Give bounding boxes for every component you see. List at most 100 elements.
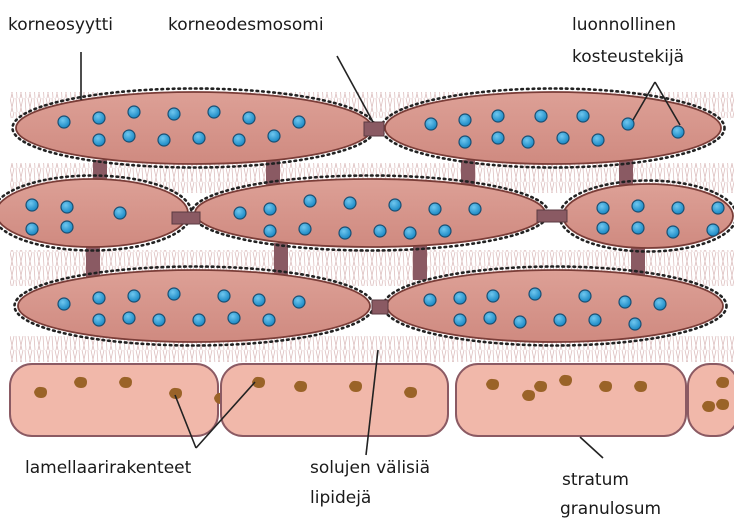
moisture-factor-granule — [153, 314, 165, 326]
moisture-factor-granule — [454, 314, 466, 326]
moisture-factor-granule — [193, 132, 205, 144]
moisture-factor-granule — [26, 223, 38, 235]
moisture-factor-granule — [243, 112, 255, 124]
corneocyte — [15, 267, 374, 346]
moisture-factor-granule — [228, 312, 240, 324]
moisture-factor-granule — [253, 294, 265, 306]
moisture-factor-granule — [389, 199, 401, 211]
moisture-factor-granule — [424, 294, 436, 306]
moisture-factor-granule — [622, 118, 634, 130]
moisture-factor-granule — [218, 290, 230, 302]
moisture-factor-granule — [522, 136, 534, 148]
label-corneodesmosome: korneodesmosomi — [168, 12, 324, 38]
moisture-factor-granule — [58, 298, 70, 310]
moisture-factor-granule — [58, 116, 70, 128]
moisture-factor-granule — [93, 292, 105, 304]
label-moisture-factor-line1: luonnollinen — [572, 12, 676, 38]
moisture-factor-granule — [193, 314, 205, 326]
moisture-factor-granule — [492, 110, 504, 122]
moisture-factor-granule — [672, 126, 684, 138]
pointer-stratum-granulosum — [580, 437, 603, 458]
moisture-factor-granule — [632, 222, 644, 234]
label-intercellular-lipids-line1: solujen välisiä — [310, 455, 430, 481]
moisture-factor-granule — [61, 201, 73, 213]
corneocyte — [384, 267, 727, 346]
moisture-factor-granule — [459, 136, 471, 148]
moisture-factor-granule — [61, 221, 73, 233]
moisture-factor-granule — [487, 290, 499, 302]
granulosum-cell-body — [456, 364, 686, 436]
moisture-factor-granule — [597, 222, 609, 234]
moisture-factor-granule — [492, 132, 504, 144]
label-stratum-granulosum-line2: granulosum — [560, 496, 661, 522]
moisture-factor-granule — [469, 203, 481, 215]
moisture-factor-granule — [344, 197, 356, 209]
moisture-factor-granule — [168, 108, 180, 120]
moisture-factor-granule — [93, 134, 105, 146]
moisture-factor-granule — [374, 225, 386, 237]
corneocyte — [192, 176, 549, 251]
moisture-factor-granule — [114, 207, 126, 219]
moisture-factor-granule — [404, 227, 416, 239]
granulosum-cell — [10, 364, 227, 436]
granulosum-cell — [456, 364, 686, 436]
lipid-band-lower — [10, 336, 734, 362]
moisture-factor-granule — [264, 225, 276, 237]
label-stratum-granulosum-line1: stratum — [562, 467, 629, 493]
moisture-factor-granule — [535, 110, 547, 122]
moisture-factor-granule — [629, 318, 641, 330]
corneocyte-body — [387, 270, 723, 342]
corneocyte — [0, 176, 192, 251]
moisture-factor-granule — [293, 116, 305, 128]
granulosum-cell — [221, 364, 448, 436]
corneodesmosome — [413, 245, 427, 280]
moisture-factor-granule — [707, 224, 719, 236]
moisture-factor-granule — [529, 288, 541, 300]
moisture-factor-granule — [632, 200, 644, 212]
label-corneocyte: korneosyytti — [8, 12, 113, 38]
moisture-factor-granule — [454, 292, 466, 304]
moisture-factor-granule — [619, 296, 631, 308]
corneodesmosome — [364, 122, 384, 136]
moisture-factor-granule — [93, 314, 105, 326]
moisture-factor-granule — [268, 130, 280, 142]
label-lamellar-bodies: lamellaarirakenteet — [25, 455, 191, 481]
label-intercellular-lipids-line2: lipidejä — [310, 485, 371, 511]
moisture-factor-granule — [579, 290, 591, 302]
granulosum-cell — [688, 364, 734, 436]
moisture-factor-granule — [667, 226, 679, 238]
moisture-factor-granule — [672, 202, 684, 214]
moisture-factor-granule — [299, 223, 311, 235]
moisture-factor-granule — [264, 203, 276, 215]
moisture-factor-granule — [577, 110, 589, 122]
moisture-factor-granule — [168, 288, 180, 300]
corneodesmosome — [372, 300, 388, 314]
corneocyte-body — [16, 92, 372, 164]
moisture-factor-granule — [514, 316, 526, 328]
moisture-factor-granule — [128, 106, 140, 118]
moisture-factor-granule — [233, 134, 245, 146]
granulosum-cell-body — [221, 364, 448, 436]
corneodesmosome — [537, 210, 567, 222]
moisture-factor-granule — [304, 195, 316, 207]
moisture-factor-granule — [439, 225, 451, 237]
moisture-factor-granule — [712, 202, 724, 214]
corneocyte — [382, 89, 725, 168]
moisture-factor-granule — [128, 290, 140, 302]
moisture-factor-granule — [592, 134, 604, 146]
moisture-factor-granule — [26, 199, 38, 211]
moisture-factor-granule — [123, 130, 135, 142]
moisture-factor-granule — [429, 203, 441, 215]
moisture-factor-granule — [425, 118, 437, 130]
moisture-factor-granule — [459, 114, 471, 126]
moisture-factor-granule — [654, 298, 666, 310]
moisture-factor-granule — [293, 296, 305, 308]
moisture-factor-granule — [158, 134, 170, 146]
moisture-factor-granule — [557, 132, 569, 144]
moisture-factor-granule — [339, 227, 351, 239]
moisture-factor-granule — [597, 202, 609, 214]
corneodesmosome — [172, 212, 200, 224]
moisture-factor-granule — [589, 314, 601, 326]
